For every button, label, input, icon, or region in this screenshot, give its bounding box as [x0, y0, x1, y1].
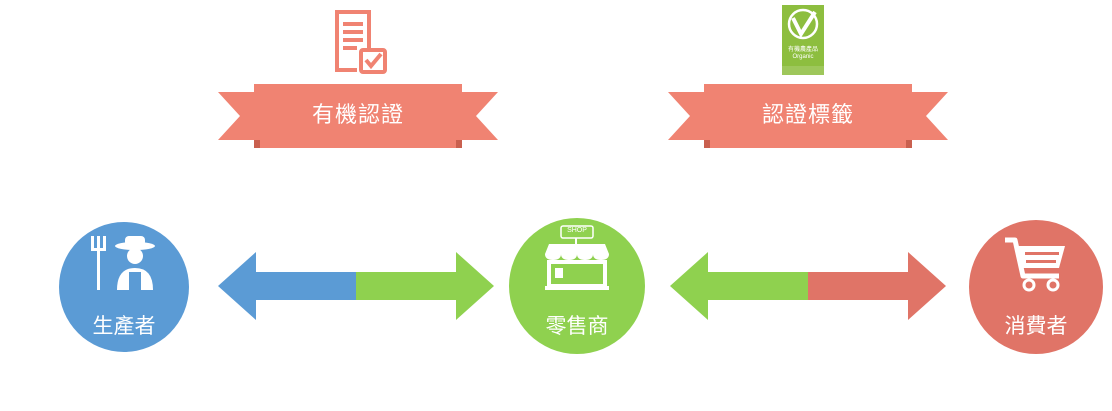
certification-banner-label: 有機認證 [311, 103, 404, 128]
organic-label-logo: 有機農產品 Organic [781, 4, 825, 76]
producer-retailer-arrow [218, 252, 494, 320]
certificate-document-icon [331, 8, 387, 74]
certification-banner: 有機認證 [218, 84, 498, 148]
consumer-label: 消費者 [1004, 314, 1068, 338]
retailer-consumer-arrow [670, 252, 946, 320]
shop-icon [545, 225, 609, 290]
label-tag-banner-label: 認證標籤 [761, 103, 854, 128]
organic-logo-text: 有機農產品 [787, 46, 818, 53]
shop-sign-text: SHOP [567, 227, 587, 234]
producer-label: 生產者 [92, 314, 156, 338]
shopping-cart-icon [1005, 237, 1065, 292]
consumer-node: 消費者 [969, 220, 1103, 354]
producer-node: 生產者 [59, 222, 189, 352]
retailer-label: 零售商 [545, 314, 609, 338]
retailer-node: SHOP 零售商 [509, 218, 645, 354]
organic-logo-subtext: Organic [792, 54, 814, 60]
farmer-icon [91, 236, 155, 290]
label-tag-banner: 認證標籤 [668, 84, 948, 148]
